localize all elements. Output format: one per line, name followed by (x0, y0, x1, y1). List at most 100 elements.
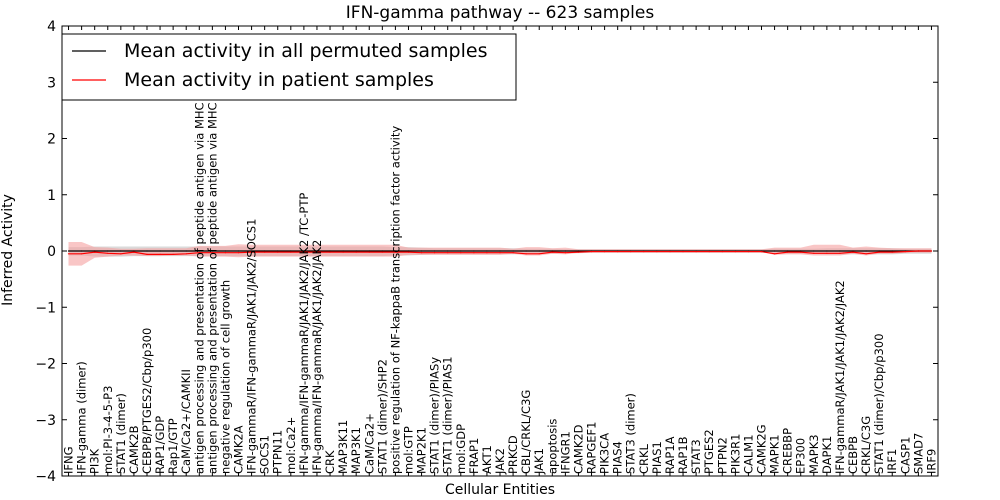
point-series-1-57 (813, 252, 815, 254)
x-category-label: EP300 (794, 438, 808, 474)
x-category-label: CAMK2B (127, 425, 141, 474)
x-category-label: STAT1 (dimer)/Cbp/p300 (872, 333, 886, 474)
point-series-1-42 (617, 251, 619, 253)
y-tick-label: 2 (47, 132, 56, 148)
x-category-label: FRAP1 (467, 438, 481, 474)
x-category-label: CEBPB/PTGES2/Cbp/p300 (140, 328, 154, 474)
point-series-1-15 (264, 251, 266, 253)
point-series-1-52 (747, 251, 750, 253)
y-axis-label: Inferred Activity (0, 194, 16, 306)
point-series-0-39 (577, 250, 580, 252)
point-series-1-56 (800, 251, 802, 253)
point-series-0-54 (774, 250, 776, 252)
point-series-1-29 (447, 252, 449, 254)
x-category-label: STAT1 (dimer)/PIASy (428, 357, 442, 474)
point-series-0-26 (407, 250, 410, 252)
x-category-label: negative regulation of cell growth (218, 280, 232, 474)
x-ticks (68, 26, 932, 476)
x-category-label: SOCS1 (258, 435, 272, 474)
point-series-1-24 (381, 251, 383, 253)
x-category-label: antigen processing and presentation of p… (205, 60, 219, 474)
x-category-label: STAT1 (dimer) (114, 393, 128, 474)
point-series-0-61 (865, 250, 867, 252)
y-tick-label: −2 (35, 357, 56, 373)
point-series-1-35 (525, 253, 527, 255)
x-category-label: mol:GDP (454, 424, 468, 474)
point-series-0-11 (211, 250, 213, 252)
x-category-label: CAMK2D (571, 424, 585, 474)
point-series-1-2 (94, 251, 96, 253)
point-series-0-28 (434, 250, 436, 252)
point-series-1-44 (643, 251, 645, 253)
x-category-label: MAPK1 (768, 434, 782, 474)
x-axis-label: Cellular Entities (445, 482, 555, 498)
point-series-0-34 (512, 250, 514, 252)
point-series-1-21 (342, 251, 344, 253)
point-series-1-12 (224, 252, 226, 254)
x-category-label: positive regulation of NF-kappaB transcr… (388, 126, 402, 474)
point-series-1-7 (159, 253, 161, 255)
point-series-1-30 (460, 252, 462, 254)
point-series-1-32 (486, 252, 488, 254)
point-series-0-57 (813, 250, 815, 252)
point-series-1-0 (67, 253, 70, 255)
x-category-label: apoptosis (545, 419, 559, 474)
x-category-label: RAP1A (663, 436, 677, 474)
x-category-label: RAPGEF1 (585, 422, 599, 474)
x-category-label: IFN-gammaR/JAK1/JAK1/JAK2/JAK2 (833, 280, 847, 474)
point-series-1-22 (355, 251, 357, 253)
point-series-0-6 (146, 250, 148, 252)
point-series-1-4 (120, 253, 122, 255)
legend: Mean activity in all permuted samples Me… (61, 33, 517, 101)
point-series-0-3 (107, 250, 109, 252)
x-category-label: IFN-gamma/IFN-gammaR/JAK1/JAK2/JAK2 (310, 240, 324, 474)
x-category-label: IFN-gamma (dimer) (75, 361, 89, 474)
point-series-0-1 (81, 250, 83, 252)
x-category-label: MAP3K11 (336, 420, 350, 474)
x-category-label: JAK1 (532, 448, 546, 475)
point-series-0-13 (237, 250, 240, 252)
point-series-1-49 (708, 251, 710, 253)
point-series-1-60 (852, 251, 854, 253)
x-category-label: CaM/Ca2+ (362, 413, 376, 474)
point-series-1-54 (774, 253, 776, 255)
point-series-0-32 (486, 250, 488, 252)
point-series-0-16 (277, 250, 279, 252)
x-category-label: CaM/Ca2+/CAMKII (179, 369, 193, 474)
point-series-1-27 (421, 252, 423, 254)
point-series-1-6 (146, 253, 148, 255)
y-tick-label: 0 (47, 244, 56, 260)
x-category-label: RAP1/GDP (153, 416, 167, 474)
point-series-1-9 (185, 253, 187, 255)
point-series-1-20 (329, 251, 331, 253)
point-series-0-56 (800, 250, 802, 252)
point-series-0-4 (120, 250, 122, 252)
x-category-label: MAP2K1 (415, 427, 429, 474)
point-series-1-48 (695, 251, 697, 253)
point-series-1-31 (473, 252, 475, 254)
x-category-label: IRF9 (925, 449, 939, 474)
point-series-0-7 (159, 250, 161, 252)
x-category-label: PIK3CA (598, 433, 612, 474)
point-series-1-28 (434, 252, 436, 254)
point-series-0-24 (381, 250, 383, 252)
x-category-label: mol:GTP (402, 426, 416, 474)
point-series-1-59 (839, 252, 841, 254)
point-series-0-12 (224, 250, 226, 252)
x-category-label: CEBPB (846, 436, 860, 474)
point-series-0-9 (185, 250, 187, 252)
legend-label-permuted: Mean activity in all permuted samples (124, 40, 487, 62)
point-series-1-45 (656, 251, 658, 253)
x-category-label: CRKL (637, 443, 651, 474)
point-series-1-34 (512, 252, 514, 254)
point-series-0-59 (839, 250, 841, 252)
point-series-1-33 (499, 252, 501, 254)
point-series-1-13 (237, 252, 240, 254)
x-category-label: PIAS4 (611, 441, 625, 474)
point-series-0-29 (447, 250, 449, 252)
x-category-label: CASP1 (898, 437, 912, 474)
point-series-1-1 (81, 253, 83, 255)
x-category-label: SMAD7 (911, 433, 925, 474)
point-series-0-0 (67, 250, 70, 252)
y-tick-label: 1 (47, 188, 56, 204)
